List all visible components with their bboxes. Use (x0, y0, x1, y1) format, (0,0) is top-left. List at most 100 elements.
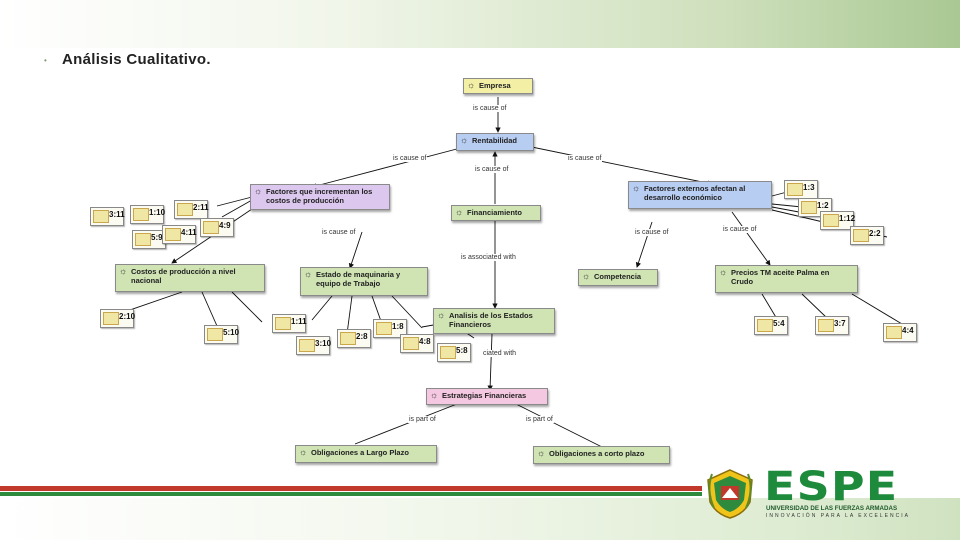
node-label: Factores que incrementan los costos de p… (266, 187, 373, 205)
node-analisis-estados[interactable]: ☼Analisis de los Estados Financieros (433, 308, 555, 334)
node-competencia[interactable]: ☼Competencia (578, 269, 658, 286)
footer-green-stripe (0, 492, 702, 496)
node-obligaciones-largo[interactable]: ☼Obligaciones a Largo Plazo (295, 445, 437, 463)
quotation-card[interactable]: 3:11 (90, 207, 125, 226)
concept-icon: ☼ (632, 183, 641, 193)
node-label: Factores externos afectan al desarrollo … (644, 184, 746, 202)
relation-label: is associated with (460, 254, 517, 261)
quotation-card[interactable]: 1:10 (130, 205, 165, 224)
university-name: UNIVERSIDAD DE LAS FUERZAS ARMADAS (766, 505, 898, 512)
quotation-card[interactable]: 1:8 (373, 319, 407, 338)
concept-network-diagram: ☼Empresa ☼Rentabilidad ☼Factores que inc… (82, 72, 934, 470)
quotation-icon (275, 317, 291, 330)
relation-label: is cause of (722, 226, 758, 233)
quotation-card[interactable]: 2:11 (174, 200, 209, 219)
quotation-icon (787, 183, 803, 196)
node-financiamiento[interactable]: ☼Financiamiento (451, 205, 541, 221)
concept-icon: ☼ (437, 310, 446, 320)
quotation-icon (203, 221, 219, 234)
concept-icon: ☼ (460, 135, 469, 145)
node-label: Precios TM aceite Palma en Crudo (731, 268, 830, 286)
quotation-icon (133, 208, 149, 221)
quotation-icon (818, 319, 834, 332)
node-factores-incrementan[interactable]: ☼Factores que incrementan los costos de … (250, 184, 390, 210)
node-label: Costos de producción a nivel nacional (131, 267, 236, 285)
quotation-card[interactable]: 5:8 (437, 343, 471, 362)
relation-label: is part of (525, 416, 554, 423)
quotation-icon (340, 332, 356, 345)
node-factores-externos[interactable]: ☼Factores externos afectan al desarrollo… (628, 181, 772, 209)
quotation-icon (403, 337, 419, 350)
quotation-icon (853, 229, 869, 242)
node-label: Financiamiento (467, 208, 523, 217)
quotation-card[interactable]: 2:2 (850, 226, 884, 245)
node-label: Estrategias Financieras (442, 391, 527, 400)
concept-icon: ☼ (467, 80, 476, 90)
relation-label: is cause of (321, 229, 357, 236)
bullet-point: • (44, 56, 47, 65)
quotation-card[interactable]: 1:3 (784, 180, 818, 199)
quotation-icon (823, 214, 839, 227)
node-precios-tm[interactable]: ☼Precios TM aceite Palma en Crudo (715, 265, 858, 293)
quotation-card[interactable]: 2:8 (337, 329, 371, 348)
quotation-icon (757, 319, 773, 332)
concept-icon: ☼ (582, 271, 591, 281)
quotation-card[interactable]: 4:11 (162, 225, 197, 244)
footer-red-stripe (0, 486, 702, 491)
node-label: Analisis de los Estados Financieros (449, 311, 533, 329)
relation-label: is cause of (474, 166, 510, 173)
relation-label: is cause of (472, 105, 508, 112)
node-label: Rentabilidad (472, 136, 518, 145)
relation-label: is cause of (392, 155, 428, 162)
header-gradient-bar (0, 0, 960, 48)
quotation-icon (886, 326, 902, 339)
quotation-card[interactable]: 4:8 (400, 334, 434, 353)
quotation-icon (376, 322, 392, 335)
quotation-icon (165, 228, 181, 241)
concept-icon: ☼ (304, 269, 313, 279)
node-label: Competencia (594, 272, 642, 281)
quotation-card[interactable]: 1:11 (272, 314, 307, 333)
slide-title: Análisis Cualitativo. (62, 51, 211, 68)
node-empresa[interactable]: ☼Empresa (463, 78, 533, 94)
node-label: Estado de maquinaria y equipo de Trabajo (316, 270, 401, 288)
quotation-card[interactable]: 5:10 (204, 325, 239, 344)
espe-wordmark: ESPE (764, 464, 899, 510)
relation-label: ciated with (482, 350, 518, 357)
espe-logo: ESPE UNIVERSIDAD DE LAS FUERZAS ARMADAS … (704, 466, 940, 524)
quotation-icon (103, 312, 119, 325)
concept-icon: ☼ (537, 448, 546, 458)
node-label: Obligaciones a corto plazo (549, 449, 645, 458)
quotation-card[interactable]: 3:7 (815, 316, 849, 335)
quotation-icon (135, 233, 151, 246)
quotation-icon (207, 328, 223, 341)
university-emblem-icon (707, 469, 753, 519)
node-costos-produccion[interactable]: ☼Costos de producción a nivel nacional (115, 264, 265, 292)
quotation-card[interactable]: 5:9 (132, 230, 166, 249)
relation-label: is cause of (634, 229, 670, 236)
node-label: Empresa (479, 81, 511, 90)
quotation-icon (93, 210, 109, 223)
quotation-icon (299, 339, 315, 352)
quotation-card[interactable]: 5:4 (754, 316, 788, 335)
quotation-icon (177, 203, 193, 216)
node-estrategias[interactable]: ☼Estrategias Financieras (426, 388, 548, 405)
quotation-card[interactable]: 4:9 (200, 218, 234, 237)
concept-icon: ☼ (254, 186, 263, 196)
quotation-icon (801, 201, 817, 214)
concept-icon: ☼ (455, 207, 464, 217)
quotation-icon (440, 346, 456, 359)
quotation-card[interactable]: 4:4 (883, 323, 917, 342)
relation-label: is part of (408, 416, 437, 423)
node-estado-maquinaria[interactable]: ☼Estado de maquinaria y equipo de Trabaj… (300, 267, 428, 296)
concept-icon: ☼ (299, 447, 308, 457)
node-rentabilidad[interactable]: ☼Rentabilidad (456, 133, 534, 151)
quotation-card[interactable]: 3:10 (296, 336, 331, 355)
quotation-card[interactable]: 2:10 (100, 309, 135, 328)
relation-label: is cause of (567, 155, 603, 162)
concept-icon: ☼ (119, 266, 128, 276)
quotation-card[interactable]: 1:12 (820, 211, 855, 230)
concept-icon: ☼ (719, 267, 728, 277)
node-obligaciones-corto[interactable]: ☼Obligaciones a corto plazo (533, 446, 670, 464)
university-slogan: INNOVACIÓN PARA LA EXCELENCIA (766, 513, 910, 519)
